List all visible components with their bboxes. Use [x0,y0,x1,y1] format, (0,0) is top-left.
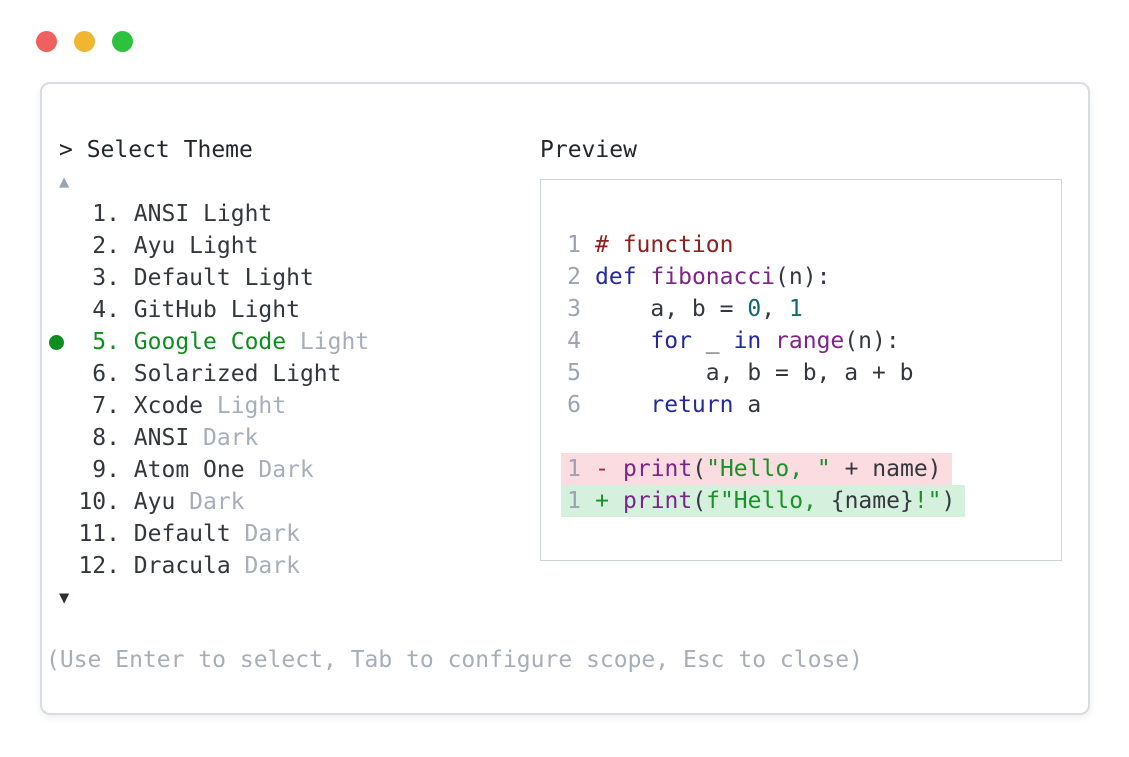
theme-list: 1. ANSI Light 2. Ayu Light 3. Default Light… [42,198,512,582]
select-theme-prompt: > Select Theme [59,137,253,163]
theme-number: 8. [92,425,120,451]
window-controls [36,31,133,52]
line-number: 5 [567,360,581,386]
theme-name: ANSI Light [133,201,273,227]
code-line: 5 a, b = b, a + b [567,357,1061,389]
theme-name: Default [133,521,231,547]
theme-variant: Light [299,329,370,355]
theme-name: Ayu [133,489,176,515]
code-line: 3 a, b = 0, 1 [567,293,1061,325]
theme-name: GitHub Light [133,297,300,323]
theme-name: Ayu Light [133,233,259,259]
theme-variant: Dark [202,425,259,451]
theme-name: Solarized Light [133,361,342,387]
theme-item-ansi-light[interactable]: 1. ANSI Light [42,198,512,230]
theme-item-ayu-light[interactable]: 2. Ayu Light [42,230,512,262]
theme-number: 5. [92,329,120,355]
code-line: 6 return a [567,389,1061,421]
keyboard-hint: (Use Enter to select, Tab to configure s… [46,647,863,673]
code-line: 4 for _ in range(n): [567,325,1061,357]
theme-name: Xcode [133,393,204,419]
theme-number: 2. [92,233,120,259]
theme-number: 9. [92,457,120,483]
line-number: 3 [567,296,581,322]
theme-number: 10. [78,489,120,515]
line-number: 2 [567,264,581,290]
minimize-window-icon[interactable] [74,31,95,52]
diff-minus-icon: - [595,456,609,482]
theme-name: Dracula [133,553,231,579]
theme-variant: Light [216,393,287,419]
scroll-up-icon[interactable]: ▲ [59,172,70,192]
preview-label: Preview [540,137,637,163]
diff-removed-line: 1-print("Hello, " + name) [561,453,1061,485]
theme-number: 12. [78,553,120,579]
theme-item-ansi-dark[interactable]: 8. ANSI Dark [42,422,512,454]
code-line: 1# function [567,229,1061,261]
theme-variant: Dark [189,489,245,515]
theme-item-solarized-light[interactable]: 6. Solarized Light [42,358,512,390]
diff-plus-icon: + [595,488,609,514]
diff-added-line: 1+print(f"Hello, {name}!") [561,485,1061,517]
theme-item-default-light[interactable]: 3. Default Light [42,262,512,294]
theme-variant: Dark [244,553,300,579]
maximize-window-icon[interactable] [112,31,133,52]
theme-variant: Dark [258,457,314,483]
line-number: 1 [567,232,581,258]
theme-number: 6. [92,361,120,387]
theme-number: 7. [92,393,120,419]
theme-number: 3. [92,265,120,291]
theme-number: 4. [92,297,120,323]
theme-name: ANSI [133,425,190,451]
theme-variant: Dark [244,521,300,547]
theme-name: Google Code [133,329,287,355]
scroll-down-icon[interactable]: ▼ [59,588,70,608]
line-number: 6 [567,392,581,418]
theme-item-github-light[interactable]: 4. GitHub Light [42,294,512,326]
line-number: 1 [567,456,581,482]
theme-name: Default Light [133,265,314,291]
theme-item-dracula-dark[interactable]: 12. Dracula Dark [42,550,512,582]
line-number: 1 [567,488,581,514]
diff-block: 1-print("Hello, " + name) 1+print(f"Hell… [561,453,1061,517]
close-window-icon[interactable] [36,31,57,52]
theme-item-ayu-dark[interactable]: 10. Ayu Dark [42,486,512,518]
theme-name: Atom One [133,457,245,483]
theme-number: 1. [92,201,120,227]
line-number: 4 [567,328,581,354]
theme-selector-panel: > Select Theme Preview ▲ 1. ANSI Light 2.… [40,82,1090,715]
theme-item-atom-one-dark[interactable]: 9. Atom One Dark [42,454,512,486]
theme-item-default-dark[interactable]: 11. Default Dark [42,518,512,550]
theme-item-google-code-light[interactable]: 5. Google Code Light [42,326,512,358]
selected-bullet-icon [49,335,64,350]
theme-item-xcode-light[interactable]: 7. Xcode Light [42,390,512,422]
theme-number: 11. [78,521,120,547]
